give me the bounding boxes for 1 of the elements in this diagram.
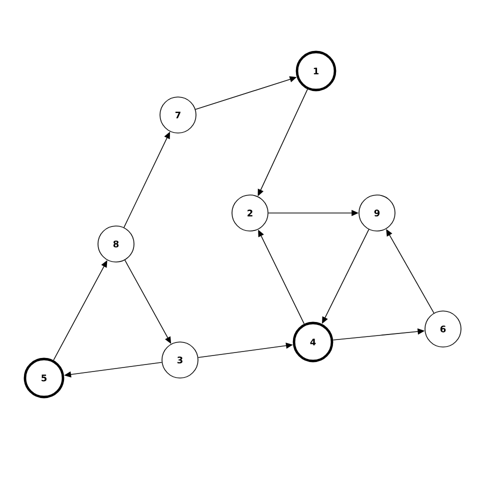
arrow xyxy=(386,229,434,314)
